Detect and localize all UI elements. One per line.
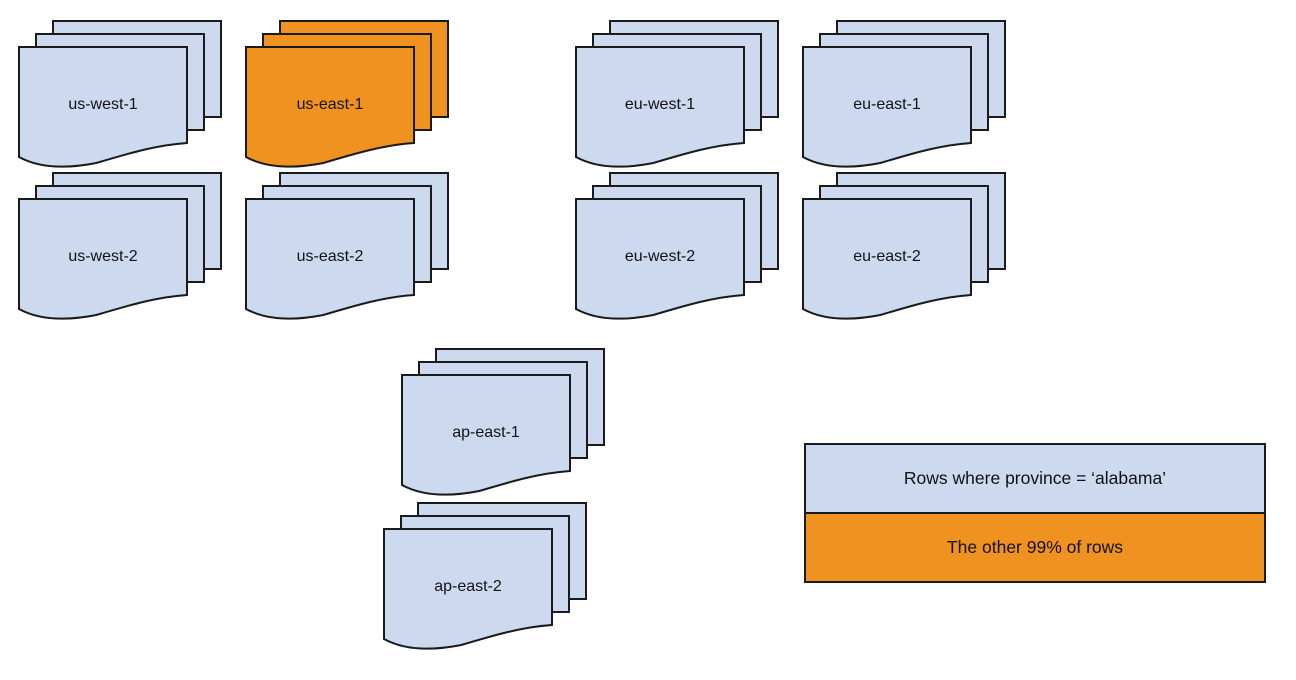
legend-item-legend-orange: The other 99% of rows: [806, 514, 1264, 581]
doc-stack-eu-east-2[interactable]: eu-east-2: [802, 172, 1006, 320]
legend-item-legend-blue: Rows where province = ‘alabama’: [806, 445, 1264, 514]
legend-item-label: The other 99% of rows: [946, 537, 1124, 557]
doc-stack-shape: [802, 20, 1006, 168]
doc-stack-shape: [802, 172, 1006, 320]
doc-stack-eu-west-1[interactable]: eu-west-1: [575, 20, 779, 168]
doc-layer: [245, 198, 415, 320]
doc-stack-us-west-2[interactable]: us-west-2: [18, 172, 222, 320]
doc-layer: [802, 46, 972, 168]
legend-item-label: Rows where province = ‘alabama’: [903, 468, 1167, 488]
legend: Rows where province = ‘alabama’ The other…: [804, 443, 1266, 583]
doc-stack-eu-east-1[interactable]: eu-east-1: [802, 20, 1006, 168]
doc-stack-us-east-2[interactable]: us-east-2: [245, 172, 449, 320]
doc-stack-ap-east-1[interactable]: ap-east-1: [401, 348, 605, 496]
doc-stack-shape: [575, 20, 779, 168]
doc-stack-ap-east-2[interactable]: ap-east-2: [383, 502, 587, 650]
doc-stack-shape: [401, 348, 605, 496]
doc-layer: [802, 198, 972, 320]
doc-stack-shape: [18, 20, 222, 168]
doc-stack-shape: [245, 20, 449, 168]
doc-stack-shape: [245, 172, 449, 320]
doc-layer: [383, 528, 553, 650]
doc-layer: [401, 374, 571, 496]
doc-stack-shape: [575, 172, 779, 320]
doc-layer: [245, 46, 415, 168]
doc-stack-us-east-1[interactable]: us-east-1: [245, 20, 449, 168]
doc-layer: [18, 198, 188, 320]
doc-layer: [18, 46, 188, 168]
doc-layer: [575, 46, 745, 168]
doc-stack-shape: [383, 502, 587, 650]
doc-layer: [575, 198, 745, 320]
doc-stack-shape: [18, 172, 222, 320]
doc-stack-us-west-1[interactable]: us-west-1: [18, 20, 222, 168]
doc-stack-eu-west-2[interactable]: eu-west-2: [575, 172, 779, 320]
